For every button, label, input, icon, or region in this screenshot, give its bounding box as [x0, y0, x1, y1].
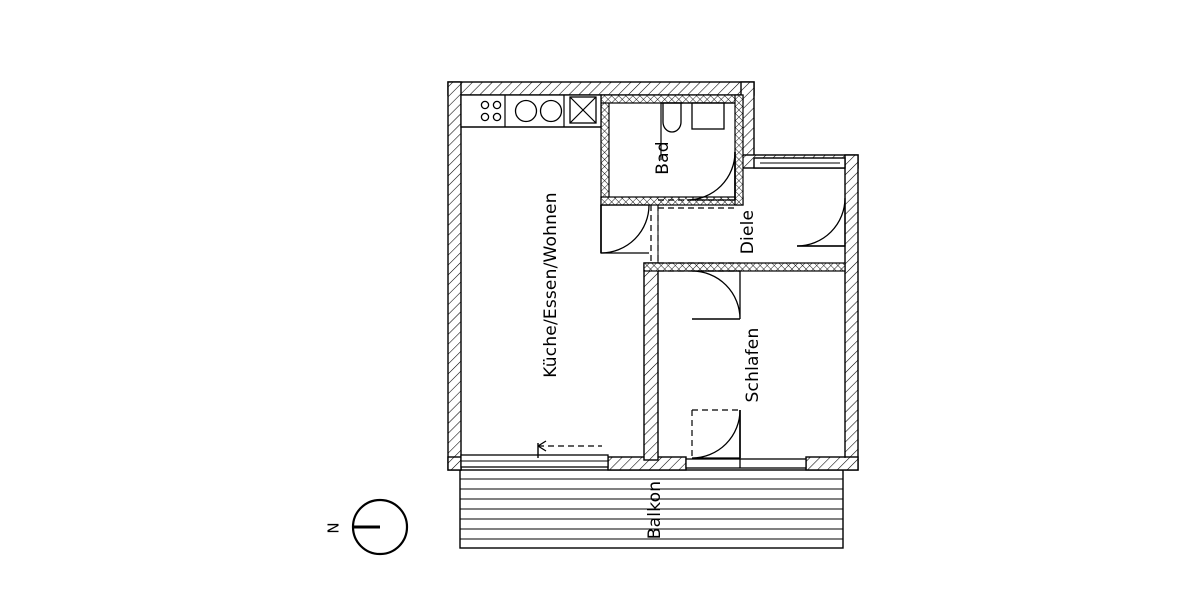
room-label-bad: Bad — [653, 141, 673, 174]
bedroom-balcony-window — [685, 458, 807, 469]
balcony-hatch — [460, 478, 843, 540]
bedroom-balcony-door[interactable] — [691, 409, 741, 459]
washbasin-icon — [660, 102, 735, 160]
stove-icon — [480, 100, 502, 122]
interior-walls — [600, 94, 846, 461]
room-label-schlafen: Schlafen — [743, 328, 763, 403]
appliance-icon — [569, 96, 597, 124]
diele-right-door[interactable] — [796, 197, 846, 247]
compass-label-north: N — [325, 522, 343, 533]
living-room-door[interactable] — [600, 204, 650, 254]
room-label-diele: Diele — [738, 210, 758, 254]
bedroom-door[interactable] — [691, 270, 741, 320]
living-sliding-door[interactable] — [460, 440, 609, 468]
compass-rose: N — [325, 498, 409, 556]
room-label-kueche: Küche/Essen/Wohnen — [541, 192, 561, 377]
bathroom-door[interactable] — [686, 151, 736, 201]
room-label-balkon: Balkon — [645, 481, 665, 539]
sink-icon — [514, 99, 563, 123]
entrance-door[interactable] — [753, 157, 846, 169]
toilet-icon — [661, 102, 683, 133]
balcony-area — [459, 469, 844, 549]
